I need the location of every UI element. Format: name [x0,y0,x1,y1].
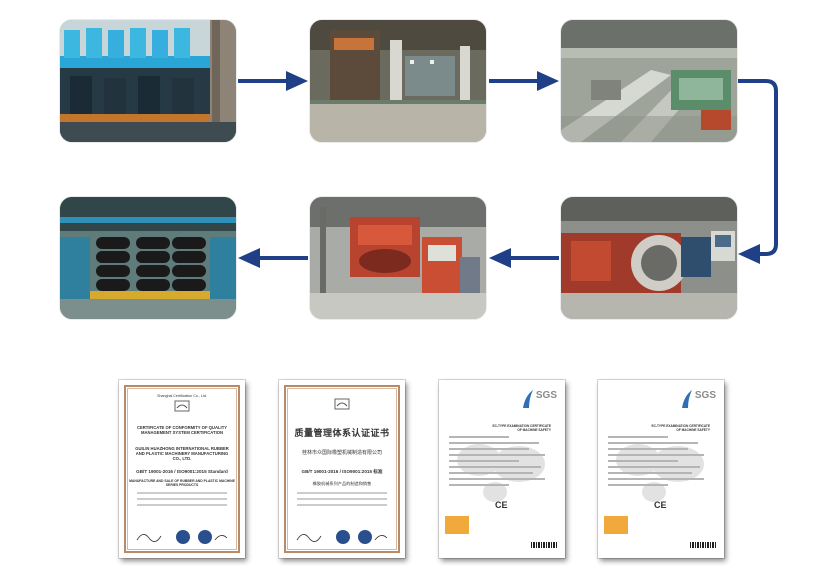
process-photo-workshop-floor [310,20,486,142]
certificate-seal [604,516,628,534]
assembly-line-image [561,20,737,142]
certificate-company: GUILIN HUAZHONG INTERNATIONAL RUBBER AND… [135,446,229,461]
workshop-floor-image [310,20,486,142]
certificate-seal [445,516,469,534]
process-photo-tire-building-machine [561,197,737,319]
flow-arrow-left-1 [489,248,559,268]
flow-arrow-turn-down [738,79,778,264]
certificate-heading: EC-TYPE EXAMINATION CERTIFICATE OF MACHI… [651,424,711,432]
mixing-line-image [60,20,236,142]
ce-mark: CE [654,500,667,510]
certificate-company: 桂林市众国际橡塑机械制造有限公司 [301,450,382,456]
sgs-bird-icon [682,390,692,408]
finished-tires-image [60,197,236,319]
barcode [531,542,557,548]
certificate-standard: GB/T 19001-2016 / ISO9001:2015 标准 [301,469,383,474]
process-photo-finished-tires [60,197,236,319]
certificate-issuer: Shanghai Certification Co., Ltd. [157,394,207,398]
certificate-scope: MANUFACTURE AND SALE OF RUBBER AND PLAST… [129,479,235,487]
flow-arrow-right-2 [489,71,559,91]
process-photo-assembly-line [561,20,737,142]
process-photo-curing-press [310,197,486,319]
flow-arrow-right-1 [238,71,308,91]
issuer-emblem-icon [334,398,350,410]
certificate-iso-zh: 质量管理体系认证证书 桂林市众国际橡塑机械制造有限公司 GB/T 19001-2… [279,380,405,558]
certificate-sgs-1: SGS EC-TYPE EXAMINATION CERTIFICATE OF M… [439,380,565,558]
certificate-iso-en: Shanghai Certification Co., Ltd. CERTIFI… [119,380,245,558]
sgs-bird-icon [523,390,533,408]
certificate-heading: EC-TYPE EXAMINATION CERTIFICATE OF MACHI… [492,424,552,432]
accreditation-logos [136,530,228,544]
sgs-logo: SGS [535,390,557,401]
barcode [690,542,716,548]
certificate-title: CERTIFICATE OF CONFORMITY OF QUALITY MAN… [136,425,228,435]
tire-building-machine-image [561,197,737,319]
issuer-emblem-icon [174,400,190,412]
certificate-standard: GB/T 19001-2016 / ISO9001:2015 Standard [136,469,228,474]
sgs-logo: SGS [694,390,716,401]
process-photo-mixing-line [60,20,236,142]
curing-press-image [310,197,486,319]
certificate-sgs-2: SGS EC-TYPE EXAMINATION CERTIFICATE OF M… [598,380,724,558]
flow-arrow-left-2 [238,248,308,268]
ce-mark: CE [495,500,508,510]
accreditation-logos [296,530,388,544]
certificate-title: 质量管理体系认证证书 [294,428,390,438]
certificate-scope: 橡胶机械系列产品的制造和销售 [312,481,372,486]
